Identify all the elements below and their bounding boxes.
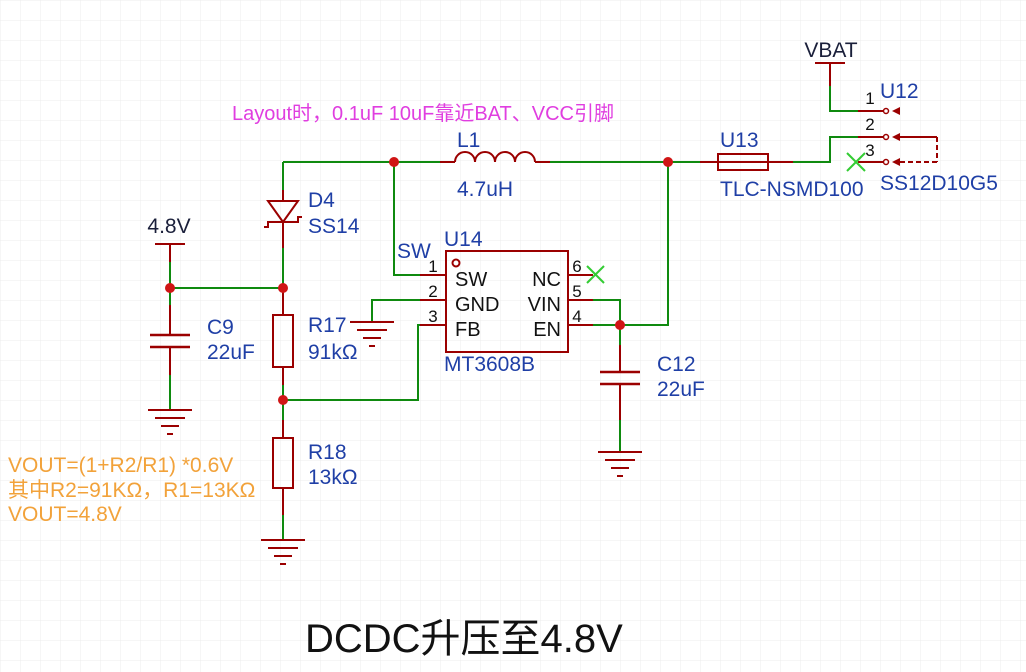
u12-arrow-3 (892, 158, 900, 166)
capacitor-c9: C9 22uF (150, 305, 255, 375)
resistor-r18: R18 13kΩ (272, 420, 358, 515)
u13-ref: U13 (720, 129, 759, 152)
u14-pin-number-6: 6 (572, 257, 581, 276)
no-connect-marker-u12 (846, 152, 866, 172)
u14-pin-name-nc: NC (532, 269, 561, 291)
u14-pin-number-5: 5 (572, 282, 581, 301)
c9-value: 22uF (207, 341, 255, 364)
junction-dot (389, 157, 399, 167)
vout-power-port: 4.8V (147, 215, 191, 262)
wire-vin-rail (620, 162, 669, 326)
c12-value: 22uF (657, 378, 705, 401)
u14-pin-number-2: 2 (428, 282, 437, 301)
no-connect-stroke (586, 265, 605, 284)
sw-net-label: SW (397, 240, 431, 263)
diagram-title: DCDC升压至4.8V (305, 617, 623, 661)
u14-pin-name-en: EN (533, 319, 561, 341)
u14-pin-name-gnd: GND (455, 294, 499, 316)
capacitor-c12: C12 22uF (600, 345, 705, 420)
r17-ref: R17 (308, 314, 347, 337)
formula-line-3: VOUT=4.8V (8, 503, 122, 526)
no-connect-stroke (846, 152, 866, 172)
u14-pin-name-vin: VIN (528, 294, 561, 316)
no-connect-marker-u14-nc (586, 265, 605, 284)
junction-dot (278, 395, 288, 405)
u12-contact-1 (882, 107, 890, 115)
u14-value: MT3608B (444, 353, 535, 376)
u12-arrow-2 (892, 133, 900, 141)
r18-ref: R18 (308, 441, 347, 464)
u12-arrow-1 (892, 107, 900, 115)
diode-d4: D4 SS14 (264, 189, 360, 248)
r17-value: 91kΩ (308, 341, 358, 364)
u14-pin-number-1: 1 (428, 257, 437, 276)
u12-pin-number-2: 2 (865, 115, 874, 134)
wire-vbat-to-switch (829, 86, 858, 112)
d4-value: SS14 (308, 215, 360, 238)
layout-note: Layout时，0.1uF 10uF靠近BAT、VCC引脚 (232, 102, 614, 125)
junctions (165, 157, 673, 405)
u14-body (445, 250, 569, 353)
l1-value: 4.7uH (457, 178, 513, 201)
l1-ref: L1 (457, 129, 480, 152)
vout-label: 4.8V (147, 215, 190, 238)
junction-dot (165, 283, 175, 293)
inductor-l1: L1 4.7uH (440, 129, 550, 201)
wire-ic-ground (371, 299, 420, 322)
c9-ref: C9 (207, 316, 234, 339)
wire-feedback (283, 324, 420, 401)
fuse-u13: U13 TLC-NSMD100 (700, 129, 864, 201)
u12-pin-number-3: 3 (865, 141, 874, 160)
l1-coil (454, 151, 536, 163)
formula-line-1: VOUT=(1+R2/R1) *0.6V (8, 454, 233, 477)
u12-value: SS12D10G5 (880, 172, 998, 195)
r18-value: 13kΩ (308, 466, 358, 489)
junction-dot (663, 157, 673, 167)
formula-line-2: 其中R2=91KΩ，R1=13KΩ (8, 479, 255, 502)
d4-ref: D4 (308, 189, 335, 212)
vbat-power-port: VBAT (804, 39, 858, 86)
junction-dot (615, 320, 625, 330)
u13-value: TLC-NSMD100 (720, 178, 864, 201)
u12-contact-3 (882, 158, 890, 166)
switch-u12: 1 2 3 U12 SS12D10G5 (858, 80, 998, 195)
u14-pin1-marker (451, 258, 461, 268)
vbat-label: VBAT (804, 39, 857, 62)
u12-ref: U12 (880, 80, 919, 103)
wire-switch-to-fuse (793, 136, 858, 163)
u14-pin-name-fb: FB (455, 319, 481, 341)
u14-pin-number-3: 3 (428, 307, 437, 326)
u12-pin-number-1: 1 (865, 89, 874, 108)
wire-vin-pin (593, 299, 621, 325)
junction-dot (278, 283, 288, 293)
resistor-r17: R17 91kΩ (272, 288, 358, 385)
u12-contact-2 (882, 133, 890, 141)
u14-pin-number-4: 4 (572, 307, 581, 326)
u14-ref: U14 (444, 228, 483, 251)
u14-pin-name-sw: SW (455, 269, 487, 291)
c12-ref: C12 (657, 353, 696, 376)
ic-u14: 1 2 3 SW GND FB NC VIN EN 6 5 4 U14 MT36… (420, 228, 593, 376)
d4-triangle (266, 200, 300, 224)
wire-sw-to-ic (393, 162, 420, 276)
